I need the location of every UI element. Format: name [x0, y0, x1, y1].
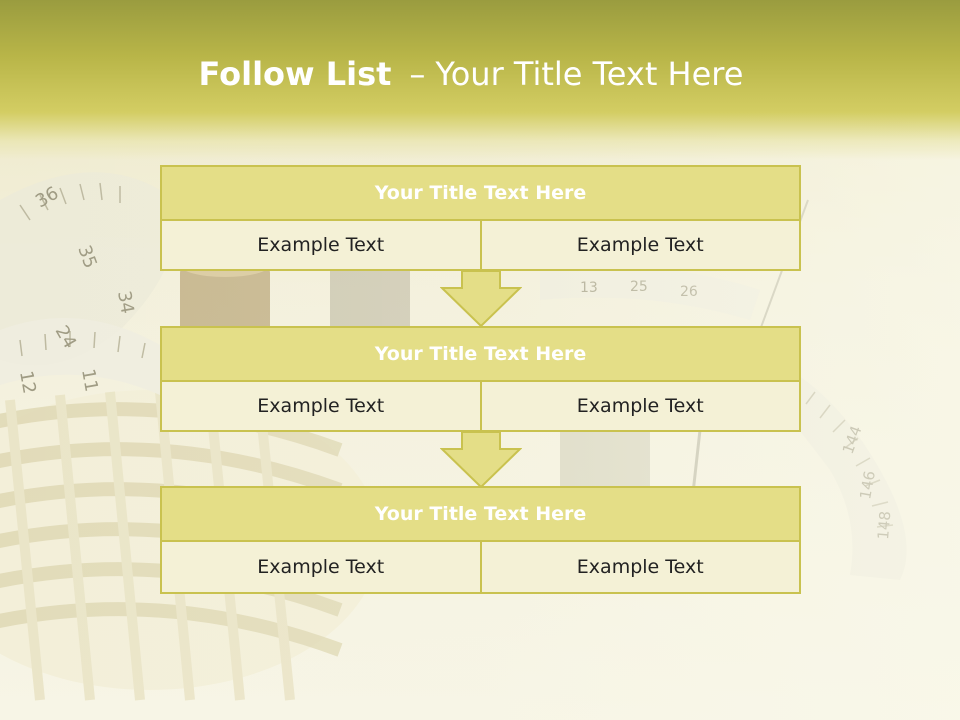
slide-title-bold: Follow List — [198, 55, 392, 93]
follow-block-title: Your Title Text Here — [160, 486, 801, 542]
follow-block-row: Example Text Example Text — [160, 542, 801, 594]
follow-block-cell-right: Example Text — [479, 221, 800, 269]
follow-block-cell-right: Example Text — [479, 382, 800, 430]
follow-block-cell-left: Example Text — [257, 395, 385, 417]
follow-block-3: Your Title Text Here Example Text Exampl… — [160, 486, 801, 594]
follow-block-cell-left: Example Text — [257, 556, 385, 578]
follow-block-row: Example Text Example Text — [160, 382, 801, 432]
follow-block-2: Your Title Text Here Example Text Exampl… — [160, 326, 801, 432]
slide-title-separator: – — [409, 55, 426, 93]
down-arrow-icon — [440, 431, 522, 489]
follow-block-title: Your Title Text Here — [160, 165, 801, 221]
follow-block-cell-right: Example Text — [479, 542, 800, 592]
slide-title: Follow List–Your Title Text Here — [0, 55, 942, 93]
down-arrow-icon — [440, 270, 522, 328]
follow-block-cell-left: Example Text — [257, 234, 385, 256]
slide-title-rest: Your Title Text Here — [435, 55, 744, 93]
title-band — [0, 0, 960, 160]
follow-block-1: Your Title Text Here Example Text Exampl… — [160, 165, 801, 271]
follow-block-title: Your Title Text Here — [160, 326, 801, 382]
follow-block-row: Example Text Example Text — [160, 221, 801, 271]
